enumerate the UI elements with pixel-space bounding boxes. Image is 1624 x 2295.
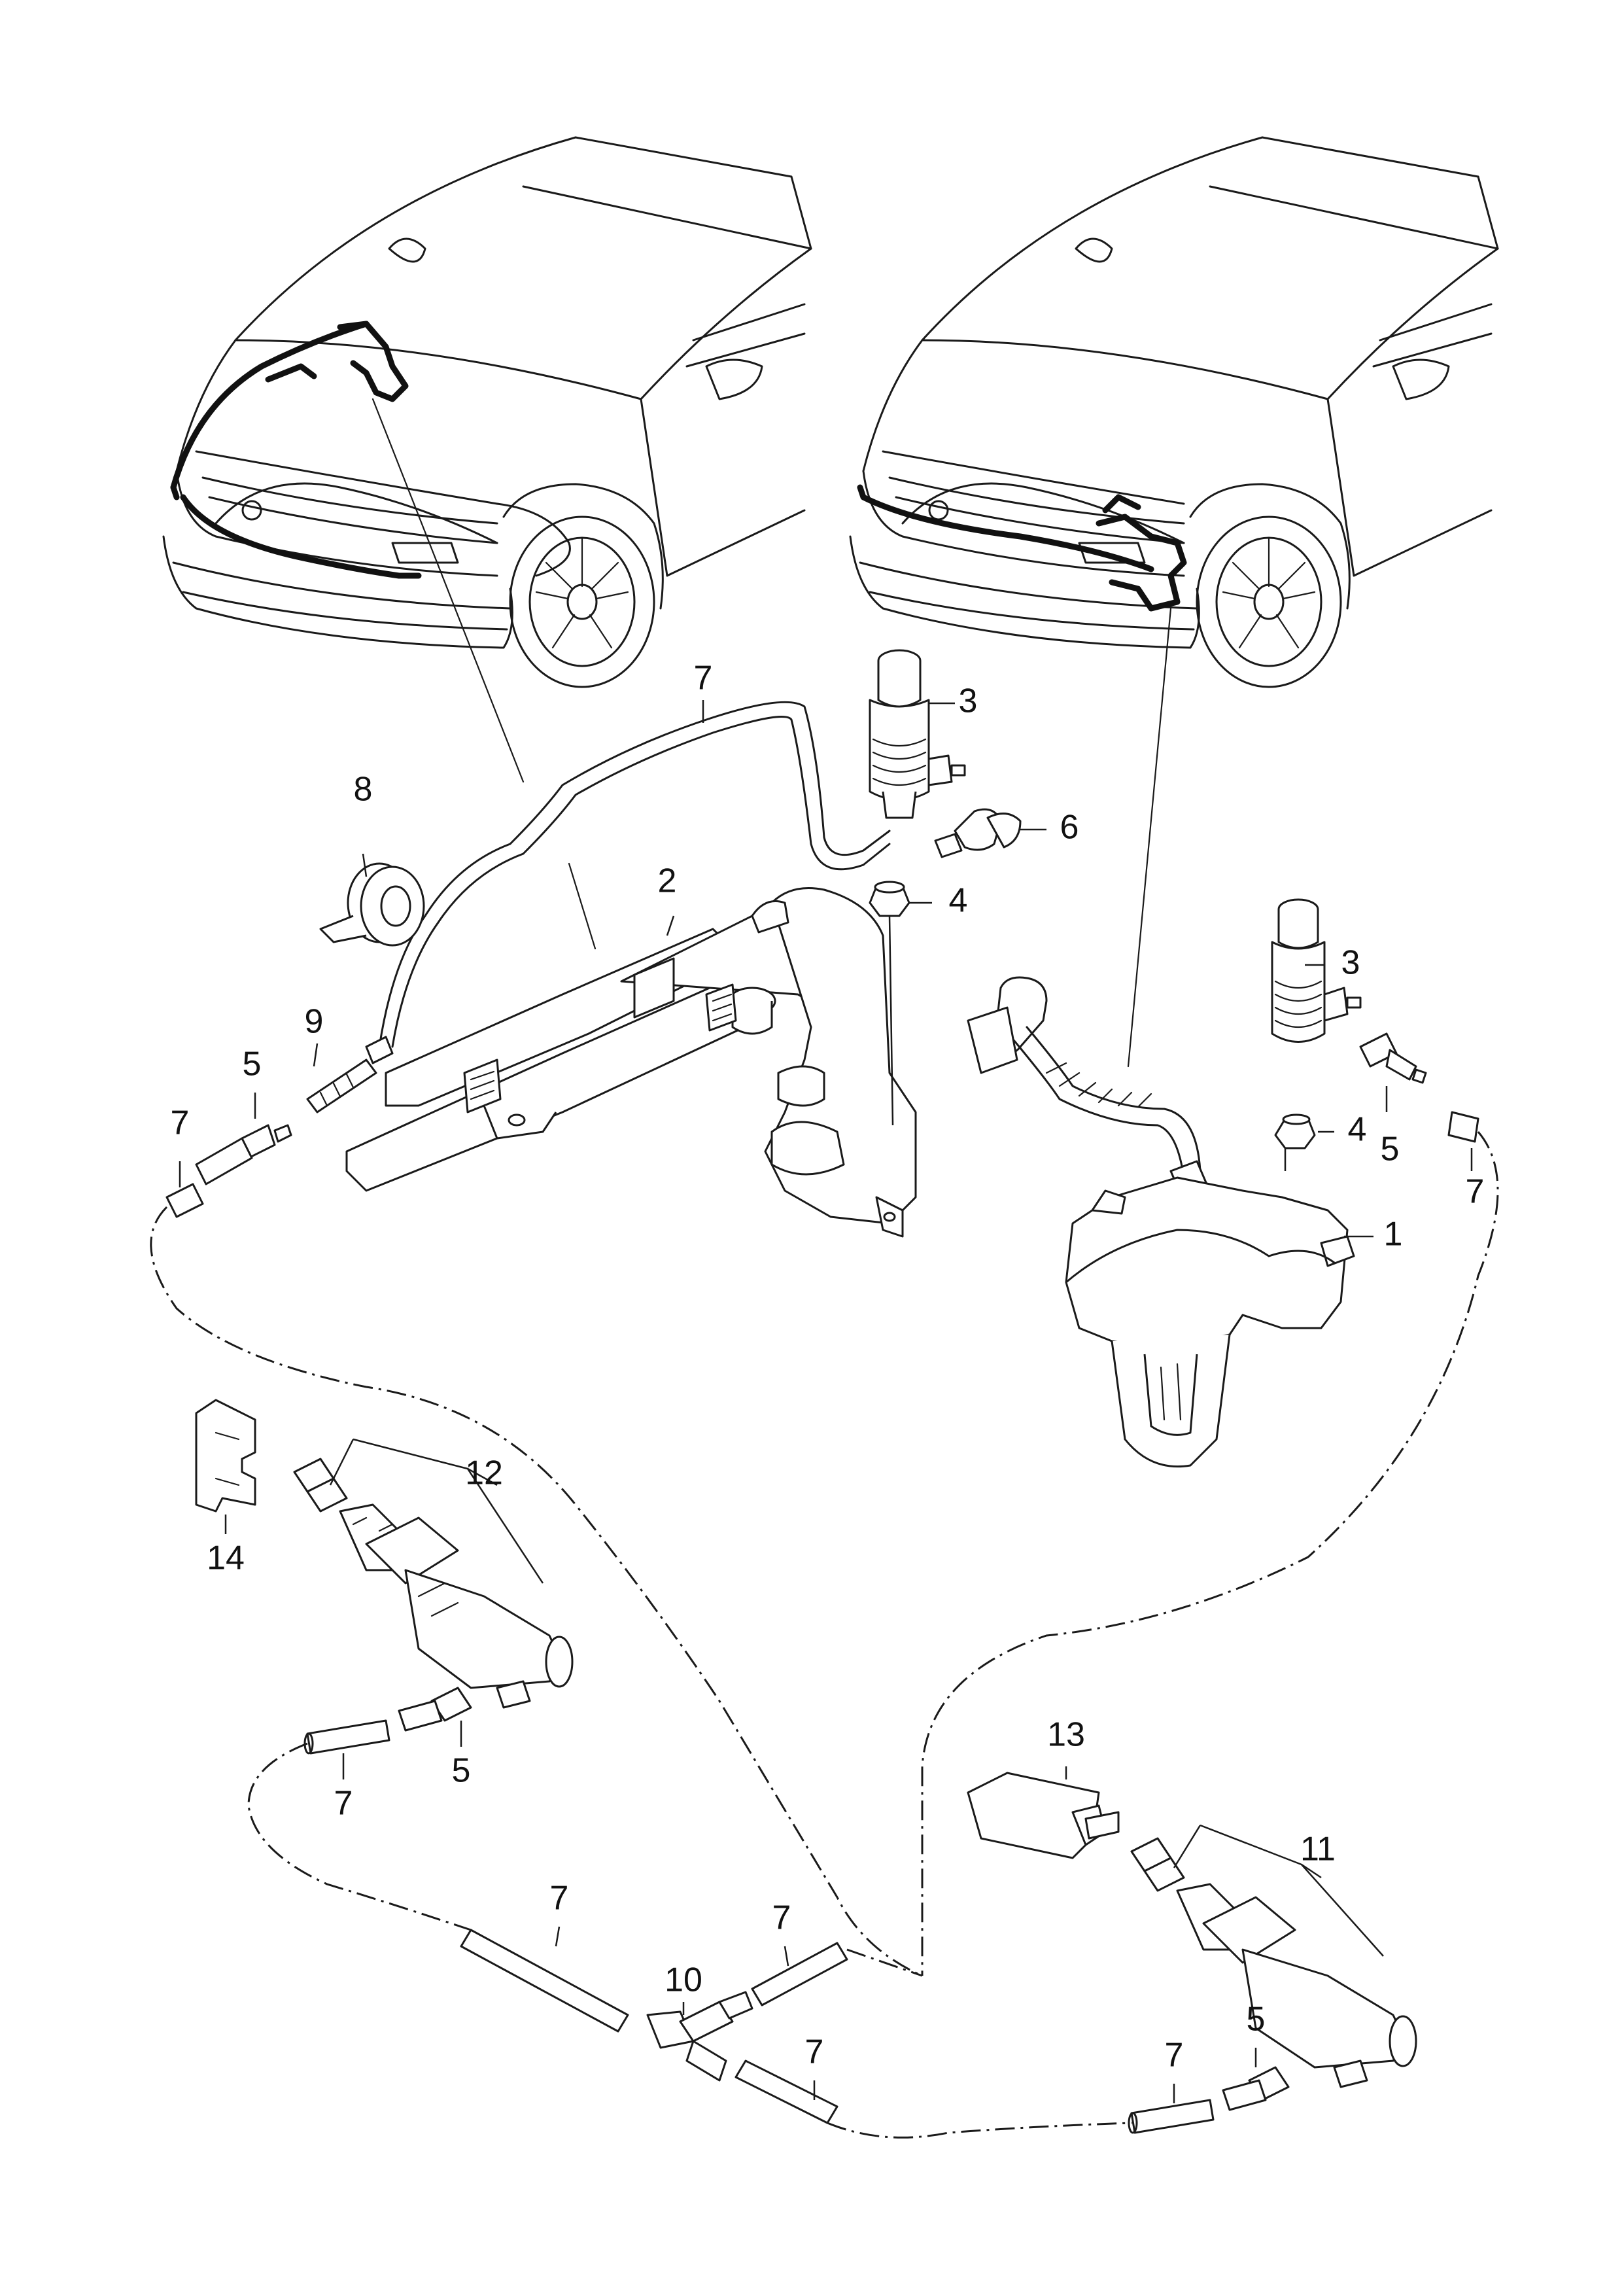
callout-7-bottom-mid: 7 (772, 1899, 791, 1937)
hose-part-7-upper (378, 701, 891, 1048)
callout-10: 10 (665, 1961, 702, 1999)
connector-part-5-lower-left (398, 1687, 472, 1732)
callout-13: 13 (1047, 1716, 1085, 1754)
callout-7-lower-left: 7 (334, 1785, 353, 1823)
pump-part-3-upper (869, 649, 966, 819)
hose-part-7-bottom-left (460, 1929, 629, 2033)
callout-5-right: 5 (1381, 1130, 1400, 1168)
callout-5-upper-left: 5 (243, 1045, 262, 1083)
leader-line (371, 398, 525, 783)
callout-1: 1 (1384, 1216, 1403, 1253)
callout-5-lower-right: 5 (1247, 2001, 1266, 2039)
pump-part-3-lower (1271, 898, 1362, 1043)
callout-7-upper: 7 (694, 659, 713, 697)
grommet-part-4-upper (869, 881, 910, 917)
hose-routing-lines (150, 1131, 1499, 2139)
car-illustration-right (849, 136, 1499, 688)
callout-3-lower: 3 (1341, 944, 1360, 982)
connector-part-5-lower-right (1222, 2066, 1290, 2111)
callout-4-lower: 4 (1348, 1111, 1367, 1149)
t-connector-part-10 (646, 1991, 753, 2082)
callout-14: 14 (207, 1539, 245, 1577)
callout-7-bottom-left: 7 (550, 1880, 569, 1918)
grommet-part-4-lower (1274, 1113, 1316, 1149)
tape-roll-part-8 (319, 862, 425, 947)
callout-7-bottom-right: 7 (805, 2033, 824, 2071)
callout-3-upper: 3 (959, 682, 978, 720)
hose-part-7-left (165, 1183, 204, 1218)
callout-12: 12 (465, 1454, 503, 1492)
reservoir-part-1 (1065, 1176, 1355, 1468)
car-illustration-left (162, 136, 812, 688)
hose-part-7-bottom-mid (751, 1942, 848, 2006)
callout-9: 9 (305, 1003, 324, 1041)
connector-part-5-right (1359, 1032, 1427, 1084)
callout-leaders (179, 700, 1473, 2103)
hose-part-7-lower-right (1128, 2099, 1215, 2134)
callout-6: 6 (1060, 809, 1079, 847)
washer-nozzle-part-12 (293, 1458, 574, 1709)
washer-nozzle-part-11 (1130, 1837, 1417, 2088)
callout-7-upper-left: 7 (171, 1104, 190, 1142)
callout-4-upper: 4 (949, 882, 968, 920)
leader-line (1127, 607, 1172, 1068)
callout-2: 2 (658, 862, 677, 900)
connector-part-5-upper-left (195, 1124, 292, 1185)
hose-part-7-right (1447, 1111, 1479, 1143)
bracket-part-14 (195, 1399, 256, 1513)
callout-8: 8 (354, 771, 373, 809)
hose-part-7-lower-left (303, 1719, 390, 1755)
callout-11: 11 (1300, 1831, 1336, 1868)
filler-neck (967, 976, 1208, 1195)
control-unit-part-13 (967, 1772, 1120, 1859)
connector-part-9 (306, 1036, 394, 1113)
callout-7-right: 7 (1466, 1173, 1485, 1211)
reservoir-part-2 (345, 887, 917, 1238)
connector-part-6 (934, 808, 1022, 858)
callout-7-lower-right: 7 (1165, 2037, 1184, 2075)
callout-5-lower-left: 5 (452, 1752, 471, 1790)
